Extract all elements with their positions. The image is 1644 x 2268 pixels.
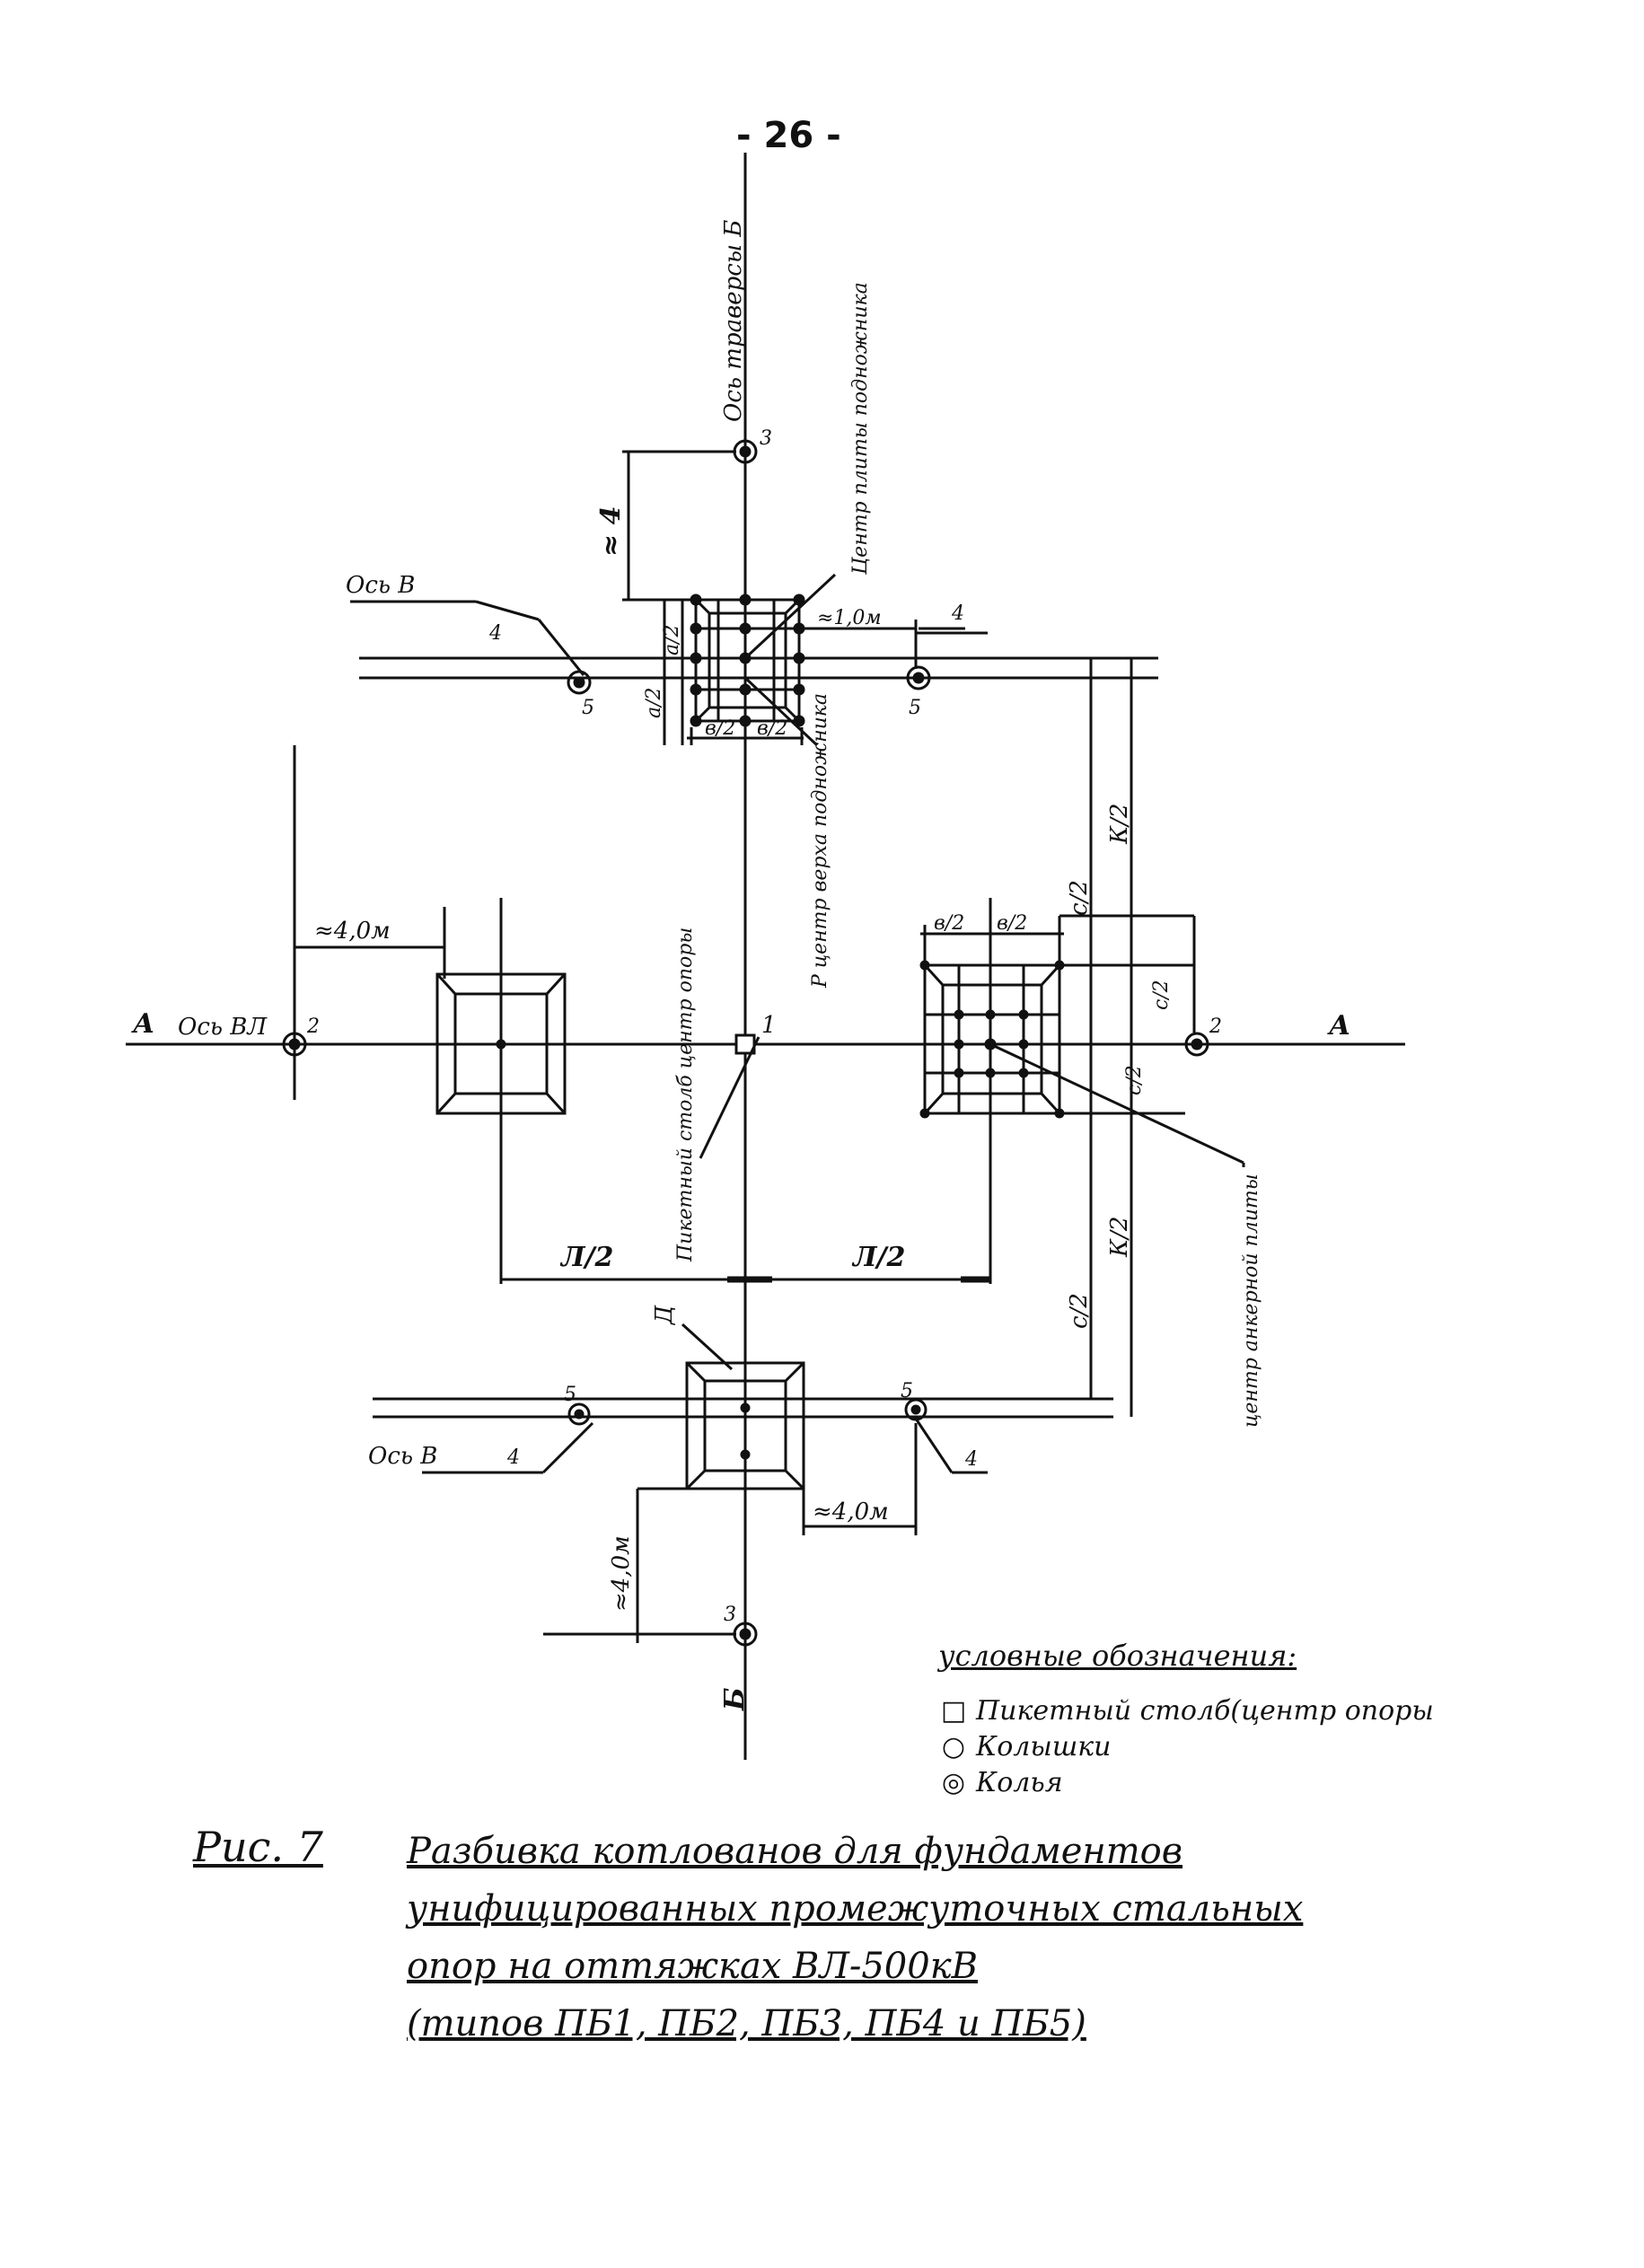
num-5-bl-label: 5 [564, 1384, 576, 1406]
legend-item: □ Пикетный столб(центр опоры [938, 1692, 1585, 1728]
half-l-left-label: Л/2 [559, 1242, 613, 1273]
num-4-tr-label: 4 [951, 602, 964, 625]
half-a-2-label: а/2 [643, 687, 665, 718]
caption-line: унифицированных промежуточных стальных [407, 1888, 1304, 1930]
half-l-right-label: Л/2 [851, 1242, 905, 1273]
right-b-1-label: в/2 [934, 912, 964, 935]
center-plate-top-label: Центр плиты подножника [849, 282, 872, 576]
num-5-br-label: 5 [901, 1380, 913, 1402]
num-2-right-label: 2 [1209, 1015, 1222, 1038]
num-3-bottom-label: 3 [724, 1604, 736, 1626]
square-icon: □ [940, 1694, 967, 1727]
half-v-1-label: в/2 [705, 717, 735, 740]
half-c-bottom-label: с/2 [1066, 1293, 1093, 1329]
dist-1m-label: ≈1,0м [817, 607, 882, 629]
dist-4m-bottom-h-label: ≈4,0м [813, 1499, 889, 1525]
circle-icon: ○ [941, 1730, 966, 1763]
half-c-top-label: с/2 [1066, 880, 1093, 916]
dist-4m-left-label: ≈4,0м [314, 918, 391, 945]
axis-v-bottom-label: Ось В [368, 1443, 437, 1470]
dist-4m-bottom-v-label: ≈4,0м [608, 1535, 635, 1612]
letter-d-label: Д [651, 1305, 678, 1325]
center-bottom-plate-label: Р центр верха подножника [809, 693, 831, 989]
center-anchor-plate-label: центр анкерной плиты [1240, 1174, 1262, 1428]
half-a-1-label: а/2 [661, 624, 683, 655]
caption-line: опор на оттяжках ВЛ-500кВ [407, 1946, 978, 1987]
axis-vl-label: Ось ВЛ [178, 1014, 268, 1041]
right-c-2-label: с/2 [1123, 1065, 1146, 1095]
half-v-2-label: в/2 [757, 717, 787, 740]
foundation-right [919, 960, 1065, 1119]
num-2-left-label: 2 [306, 1015, 320, 1038]
dist-4m-top-label: ≈ 4 [595, 506, 627, 557]
num-4-tl-label: 4 [488, 622, 502, 645]
foundation-left [435, 972, 567, 1115]
page-number: - 26 - [736, 115, 841, 156]
axis-a-right-label: А [1327, 1010, 1350, 1042]
axis-b-top-label: Ось траверсы Б [720, 220, 747, 422]
caption-lines: Разбивка котлованов для фундаментов униф… [407, 1823, 1439, 2053]
legend-item: ◎ Колья [938, 1764, 1585, 1800]
num-5-tr-label: 5 [909, 697, 921, 719]
caption-line: (типов ПБ1, ПБ2, ПБ3, ПБ4 и ПБ5) [407, 2003, 1086, 2044]
half-k-top-label: К/2 [1106, 804, 1133, 845]
legend-item: ○ Колышки [938, 1728, 1585, 1764]
picket-post-label: Пикетный столб центр опоры [674, 927, 697, 1262]
right-c-1-label: с/2 [1150, 980, 1173, 1010]
legend-item-text: Колышки [976, 1730, 1112, 1763]
axis-b-bottom-label: Б [719, 1687, 751, 1711]
axis-v-top-label: Ось В [346, 572, 415, 599]
num-5-tl-label: 5 [582, 697, 594, 719]
legend-title: условные обозначения: [938, 1639, 1297, 1673]
num-4-br-label: 4 [964, 1448, 978, 1471]
num-3-top-label: 3 [760, 427, 772, 450]
axis-a-left-label: А [131, 1008, 154, 1040]
caption-line: Разбивка котлованов для фундаментов [407, 1831, 1183, 1872]
right-b-2-label: в/2 [997, 912, 1027, 935]
num-4-bl-label: 4 [506, 1446, 520, 1469]
half-k-bottom-label: К/2 [1106, 1217, 1133, 1258]
legend-item-text: Пикетный столб(центр опоры [976, 1694, 1434, 1727]
num-1-label: 1 [761, 1012, 777, 1039]
foundation-bottom [685, 1361, 805, 1490]
double-circle-icon: ◎ [941, 1766, 966, 1798]
legend: условные обозначения: □ Пикетный столб(ц… [938, 1639, 1585, 1800]
legend-item-text: Колья [976, 1766, 1063, 1798]
figure-number: Рис. 7 [193, 1823, 323, 1871]
